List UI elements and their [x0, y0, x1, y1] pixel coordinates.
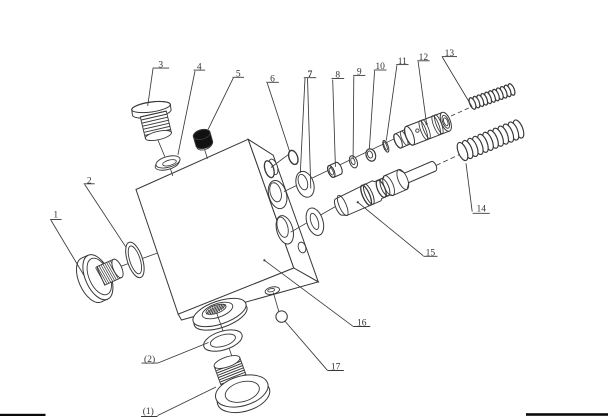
svg-text:(2): (2)	[144, 354, 155, 365]
svg-text:1: 1	[53, 211, 58, 221]
svg-text:6: 6	[270, 75, 275, 85]
svg-text:11: 11	[398, 57, 407, 67]
svg-text:7: 7	[308, 70, 313, 80]
svg-text:12: 12	[419, 53, 429, 63]
svg-text:(1): (1)	[143, 406, 154, 417]
svg-text:16: 16	[357, 319, 367, 329]
svg-text:5: 5	[236, 70, 241, 80]
svg-text:9: 9	[357, 68, 362, 78]
svg-text:3: 3	[158, 60, 163, 70]
svg-text:14: 14	[476, 205, 486, 215]
svg-text:8: 8	[335, 71, 340, 81]
svg-text:13: 13	[445, 49, 455, 59]
svg-text:4: 4	[197, 62, 202, 72]
svg-text:17: 17	[331, 363, 341, 373]
svg-text:2: 2	[87, 176, 92, 186]
svg-text:15: 15	[426, 249, 436, 259]
svg-text:10: 10	[375, 62, 385, 72]
